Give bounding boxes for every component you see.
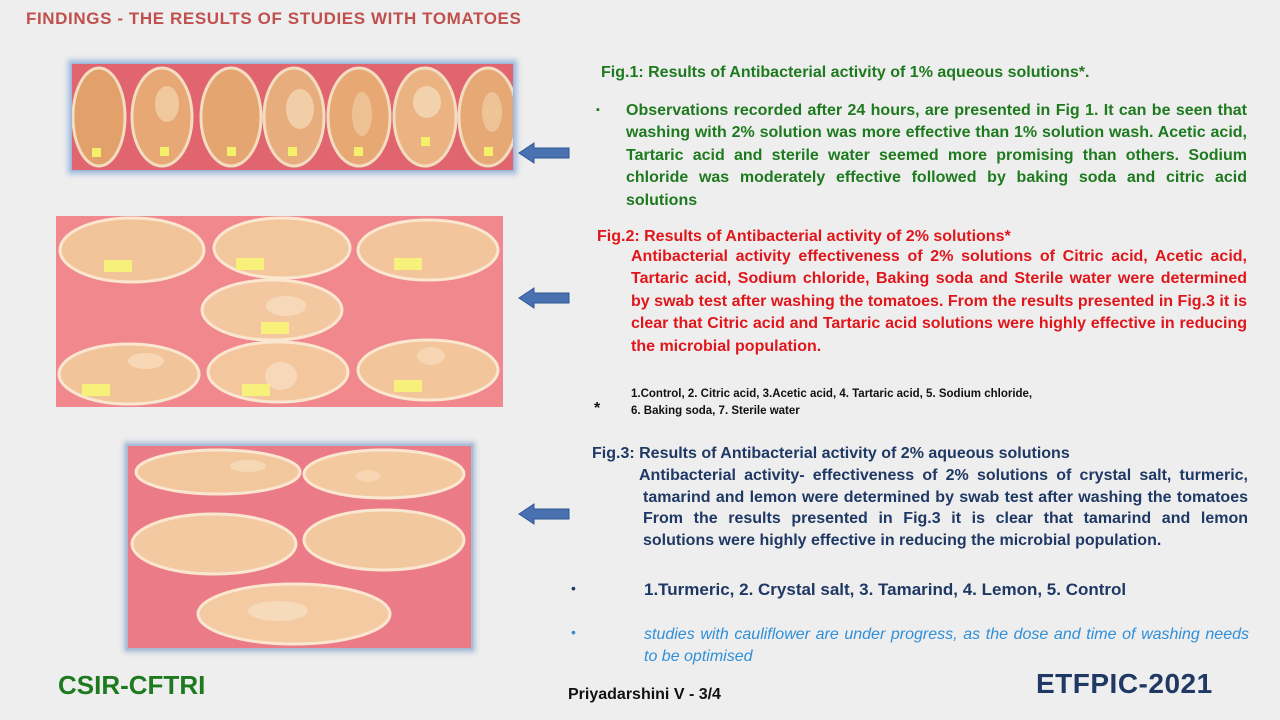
fig2-petri-dish-photo [56,216,503,407]
left-arrow-icon [518,503,570,525]
fig3-legend: 1.Turmeric, 2. Crystal salt, 3. Tamarind… [644,580,1127,599]
footer-event: ETFPIC-2021 [1036,668,1213,699]
fig2-legend-line1: 1.Control, 2. Citric acid, 3.Acetic acid… [631,388,1033,400]
footer-author-page: Priyadarshini V - 3/4 [568,686,721,703]
fig2-title: Fig.2: Results of Antibacterial activity… [597,228,1011,245]
fig1-title: Fig.1: Results of Antibacterial activity… [601,64,1090,81]
fig2-legend-line2: 6. Baking soda, 7. Sterile water [631,405,800,417]
fig3-petri-dish-photo [126,444,473,650]
left-arrow-icon [518,287,570,309]
fig1-petri-dish-photo [71,63,514,171]
dot-bullet-icon: • [571,580,576,596]
fig1-body: Observations recorded after 24 hours, ar… [626,102,1247,209]
footer-organization: CSIR-CFTRI [58,670,206,700]
fig3-body: Antibacterial activity- effectiveness of… [639,467,1248,549]
page-title: FINDINGS - THE RESULTS OF STUDIES WITH T… [26,9,522,28]
fig3-title: Fig.3: Results of Antibacterial activity… [592,445,1070,462]
left-arrow-icon [518,142,570,164]
fig2-body: Antibacterial activity effectiveness of … [631,248,1247,355]
square-bullet-icon: ▪ [596,104,600,116]
dot-bullet-icon: • [571,624,576,640]
cauliflower-note: studies with cauliflower are under progr… [644,626,1249,665]
fig2-star: * [594,400,601,417]
